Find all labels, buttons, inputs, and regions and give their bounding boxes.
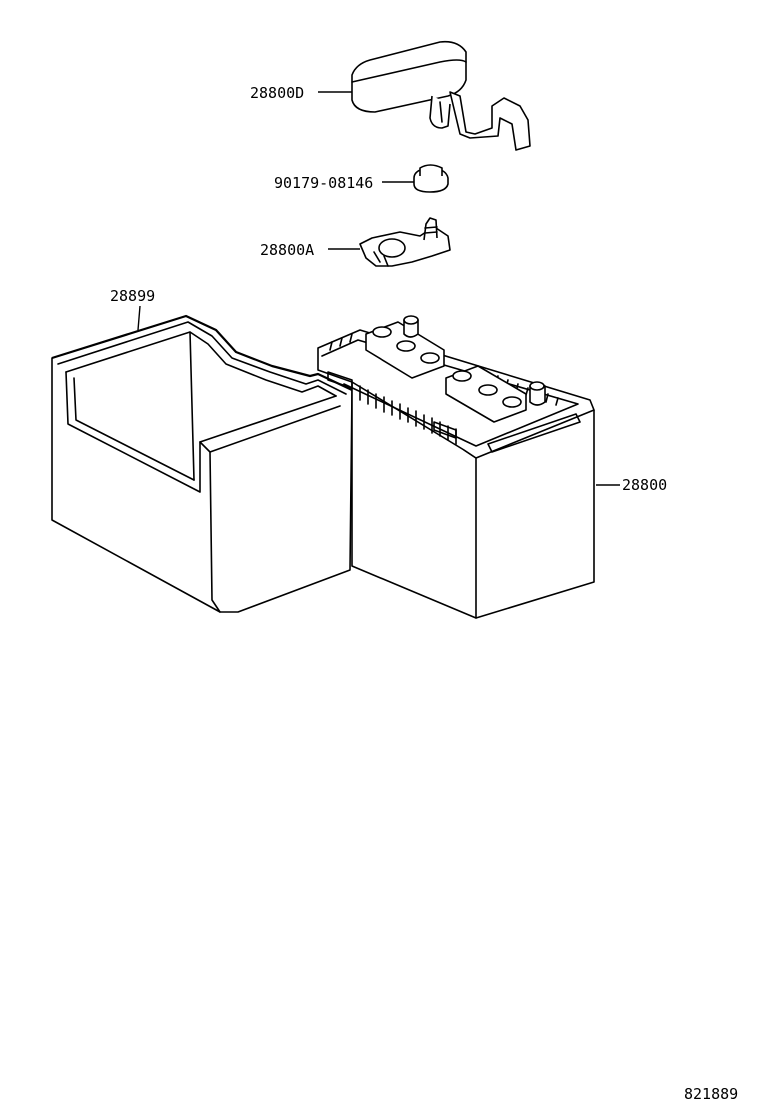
label-terminal-cover: 28800D	[250, 84, 304, 102]
label-terminal-clamp: 28800A	[260, 241, 314, 259]
battery-tray-part	[51, 314, 353, 613]
terminal-clamp-part	[359, 217, 451, 267]
terminal-cover-part	[351, 40, 531, 151]
battery-part	[317, 315, 595, 619]
label-battery: 28800	[622, 476, 667, 494]
label-battery-tray: 28899	[110, 287, 155, 305]
label-nut: 90179-08146	[274, 174, 373, 192]
nut-part	[413, 164, 449, 193]
leader-battery-tray	[137, 305, 141, 331]
figure-id: 821889	[684, 1085, 738, 1103]
